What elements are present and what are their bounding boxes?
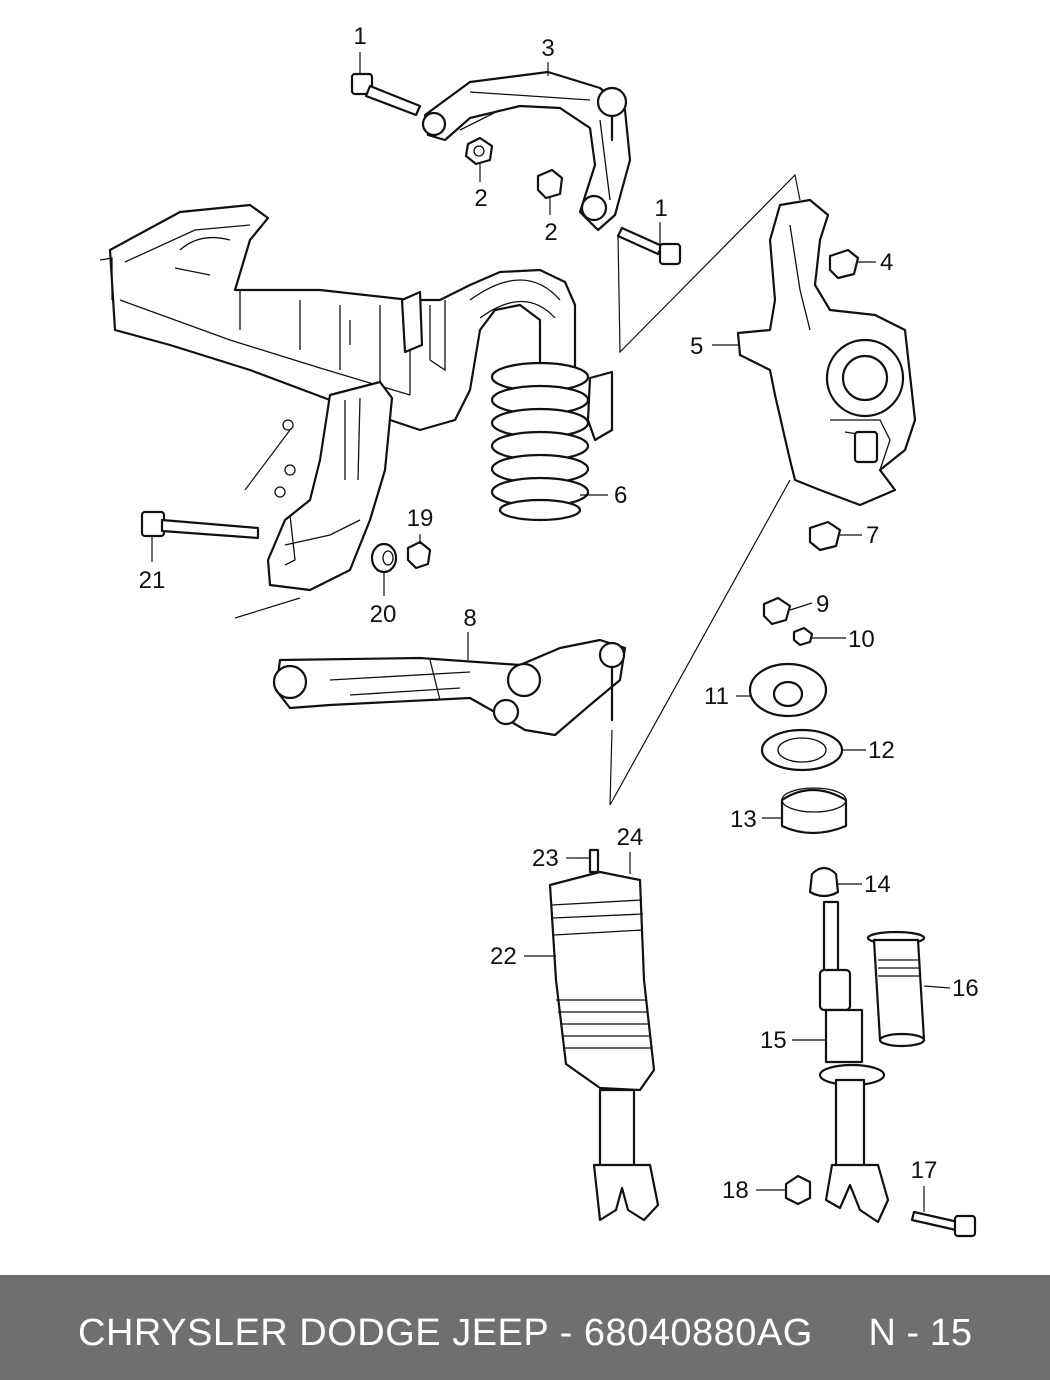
callout-16: 16: [952, 975, 979, 1002]
washer-20: [370, 542, 398, 574]
nut-19: [406, 540, 432, 570]
page-reference: N - 15: [868, 1312, 972, 1354]
callout-2: 2: [474, 185, 487, 212]
callout-15: 15: [760, 1027, 787, 1054]
callout-3: 3: [541, 35, 554, 62]
callout-1: 1: [353, 23, 366, 50]
bolt-right: [616, 226, 682, 266]
callout-24: 24: [617, 824, 644, 851]
callout-8: 8: [463, 605, 476, 632]
callout-9: 9: [816, 591, 829, 618]
part-number-title: CHRYSLER DODGE JEEP - 68040880AG: [78, 1312, 813, 1354]
nut-2a: [464, 136, 494, 166]
callout-14: 14: [864, 871, 891, 898]
callout-21: 21: [139, 567, 166, 594]
nut-2b: [536, 168, 564, 200]
leader-lines: [151, 52, 951, 1212]
upper-control-arm: [421, 70, 632, 232]
upper-mount-11: [748, 662, 828, 718]
callout-2: 2: [544, 219, 557, 246]
bolt-top: [350, 72, 422, 117]
coil-spring: [490, 361, 590, 522]
nut-4: [828, 248, 860, 280]
air-strut-22: [548, 848, 660, 1222]
callout-1: 1: [654, 195, 667, 222]
shock-absorber-15: [818, 900, 890, 1224]
callout-11: 11: [704, 683, 729, 710]
callout-17: 17: [911, 1157, 938, 1184]
dust-boot-16: [866, 930, 926, 1048]
lower-control-arm: [272, 638, 627, 737]
isolator-13: [780, 787, 848, 835]
callout-22: 22: [490, 943, 517, 970]
nut-7: [808, 520, 842, 552]
frame-crossmember: [99, 203, 614, 619]
callout-13: 13: [730, 806, 757, 833]
callout-20: 20: [370, 601, 397, 628]
parts-diagram: 1 1 2 2 3 4 5 6 7 8 9 10 11 12 13 14 15 …: [99, 23, 979, 1238]
guide-line-lower: [609, 479, 791, 806]
callout-labels: 1 1 2 2 3 4 5 6 7 8 9 10 11 12 13 14 15 …: [139, 23, 979, 1204]
callout-12: 12: [868, 737, 895, 764]
spring-seat-12: [760, 728, 844, 772]
nut-18: [784, 1174, 812, 1206]
callout-23: 23: [532, 845, 559, 872]
guide-line-upper: [617, 173, 801, 354]
bolt-17: [910, 1210, 977, 1238]
callout-6: 6: [614, 482, 627, 509]
callout-7: 7: [866, 522, 879, 549]
callout-4: 4: [880, 249, 893, 276]
footer-bar: [0, 1275, 1050, 1380]
callout-19: 19: [407, 505, 434, 532]
nut-10: [792, 626, 814, 647]
callout-5: 5: [690, 333, 703, 360]
steering-knuckle: [736, 198, 917, 507]
jounce-bumper-14: [808, 866, 840, 898]
bolt-21: [140, 510, 260, 540]
nut-9: [762, 596, 792, 626]
callout-10: 10: [848, 626, 875, 653]
callout-18: 18: [722, 1177, 749, 1204]
